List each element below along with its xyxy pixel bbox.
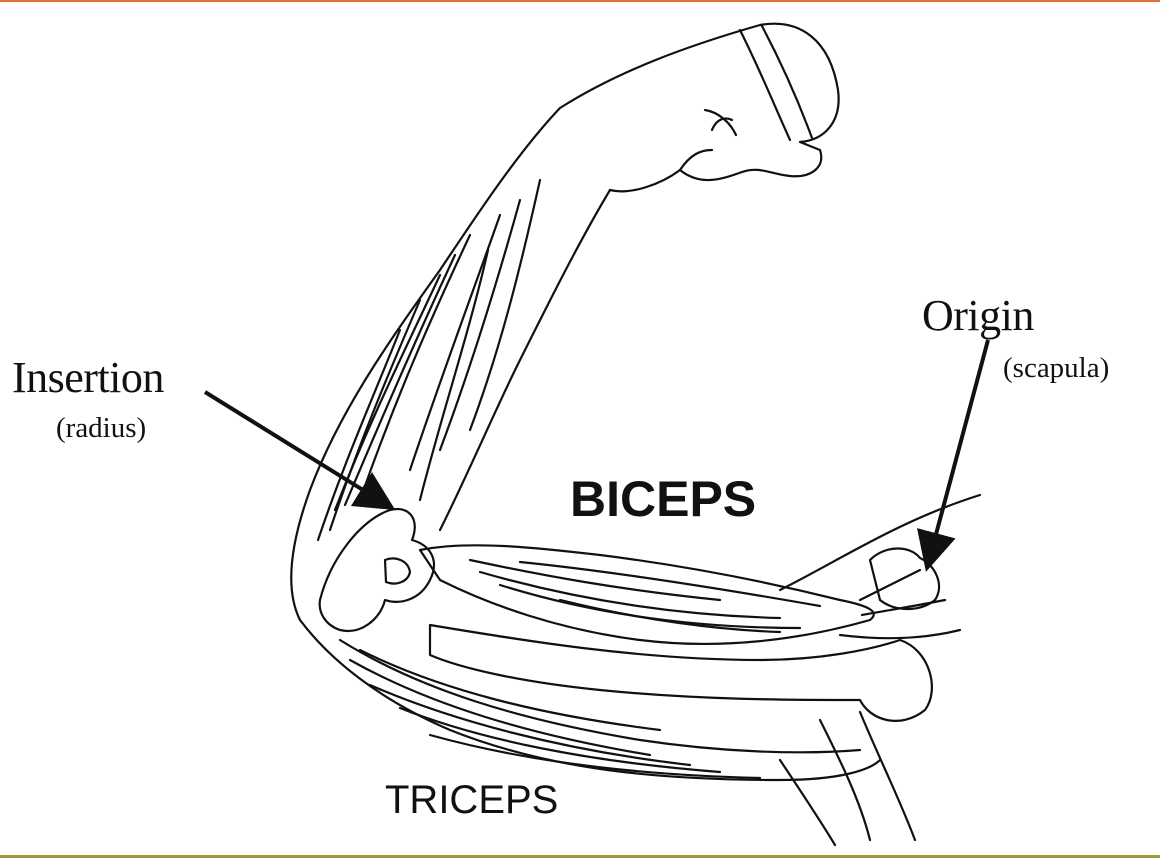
biceps-label: BICEPS — [570, 471, 757, 527]
scapula-bone — [868, 547, 941, 611]
biceps-muscle — [418, 544, 875, 646]
origin-label: Origin — [922, 291, 1034, 340]
fist-outline — [558, 22, 840, 193]
origin-sublabel: (scapula) — [1003, 352, 1110, 384]
insertion-arrow — [203, 390, 396, 511]
top-border — [0, 0, 1160, 2]
elbow-bone — [318, 507, 436, 633]
origin-arrow — [916, 339, 990, 572]
humerus-bone — [428, 623, 933, 722]
forearm-outline — [290, 106, 562, 622]
insertion-label: Insertion — [12, 353, 164, 402]
insertion-sublabel: (radius) — [56, 412, 147, 444]
bottom-border — [0, 855, 1160, 858]
triceps-label: TRICEPS — [385, 778, 559, 822]
